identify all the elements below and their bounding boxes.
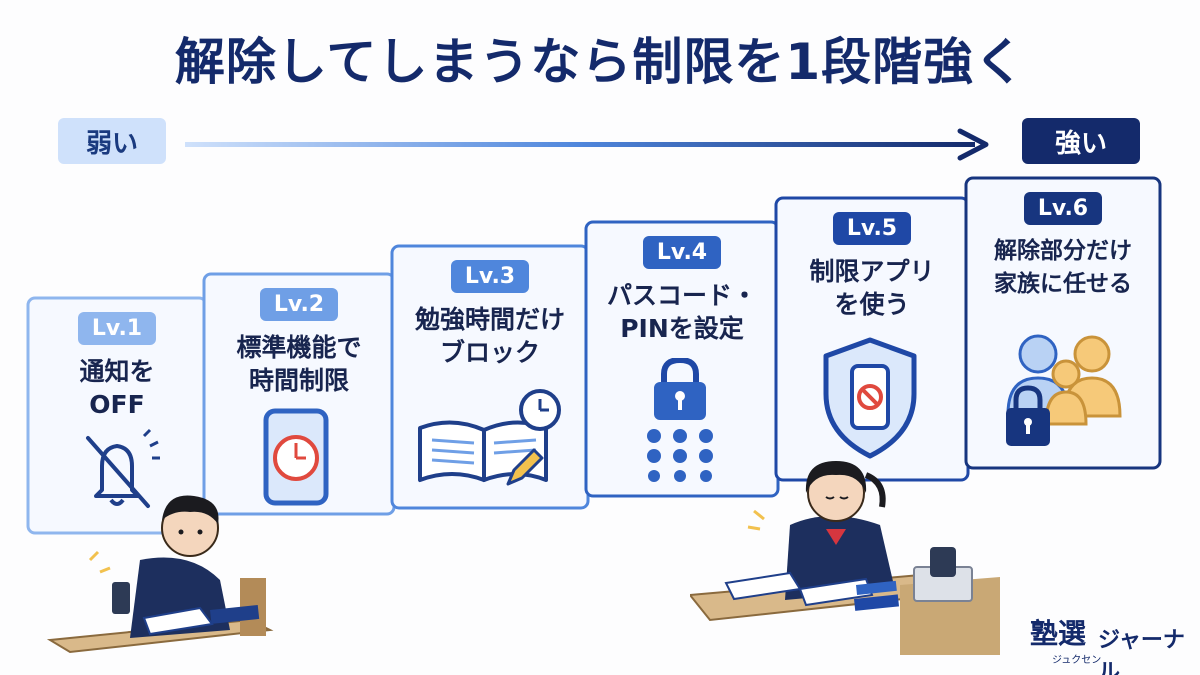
distracted-student-illustration: [46, 495, 274, 654]
level-description: 解除部分だけ 家族に任せる: [966, 235, 1160, 301]
book-clock-icon: [418, 389, 561, 486]
level-line: を使う: [834, 290, 910, 319]
level-description: 制限アプリ を使う: [776, 255, 968, 321]
level-badge: Lv.5: [832, 212, 912, 245]
level-badge: Lv.3: [450, 260, 530, 293]
level-3: Lv.3 勉強時間だけ ブロック: [392, 260, 588, 369]
brand-logo: 塾選: [1030, 617, 1087, 650]
level-badge: Lv.1: [77, 312, 157, 345]
level-description: パスコード・ PINを設定: [586, 279, 778, 345]
shield-phone-icon: [823, 337, 917, 459]
level-6: Lv.6 解除部分だけ 家族に任せる: [966, 192, 1160, 301]
level-badge: Lv.6: [1023, 192, 1103, 225]
strength-arrow: [185, 128, 989, 161]
level-1: Lv.1 通知を OFF: [28, 312, 206, 421]
level-line: OFF: [89, 390, 145, 419]
level-2: Lv.2 標準機能で 時間制限: [204, 288, 394, 397]
focused-student-illustration: [690, 461, 1000, 655]
level-line: PINを設定: [620, 314, 744, 343]
level-line: 通知を: [79, 357, 155, 386]
page-title: 解除してしまうなら制限を1段階強く: [174, 33, 1026, 91]
weak-label: 弱い: [58, 118, 166, 164]
level-line: 家族に任せる: [994, 271, 1132, 297]
level-line: 時間制限: [248, 366, 349, 395]
level-4: Lv.4 パスコード・ PINを設定: [586, 236, 778, 345]
level-description: 勉強時間だけ ブロック: [392, 303, 588, 369]
phone-clock-icon: [263, 408, 329, 506]
level-line: 制限アプリ: [809, 257, 935, 286]
brand-logo-reading: ジュクセン: [1052, 655, 1102, 666]
level-line: 解除部分だけ: [994, 238, 1132, 264]
level-description: 標準機能で 時間制限: [204, 331, 394, 397]
strong-label: 強い: [1022, 118, 1140, 164]
level-line: パスコード・: [606, 281, 757, 310]
padlock-keypad-icon: [647, 358, 713, 482]
brand-journal-label: ジャーナル: [1098, 628, 1185, 675]
level-description: 通知を OFF: [28, 355, 206, 421]
level-line: 標準機能で: [236, 333, 362, 362]
level-line: 勉強時間だけ: [414, 305, 565, 334]
level-badge: Lv.4: [642, 236, 722, 269]
level-badge: Lv.2: [259, 288, 339, 321]
bell-off-icon: [86, 428, 160, 508]
level-line: ブロック: [439, 338, 540, 367]
family-lock-icon: [1006, 334, 1122, 446]
level-5: Lv.5 制限アプリ を使う: [776, 212, 968, 321]
